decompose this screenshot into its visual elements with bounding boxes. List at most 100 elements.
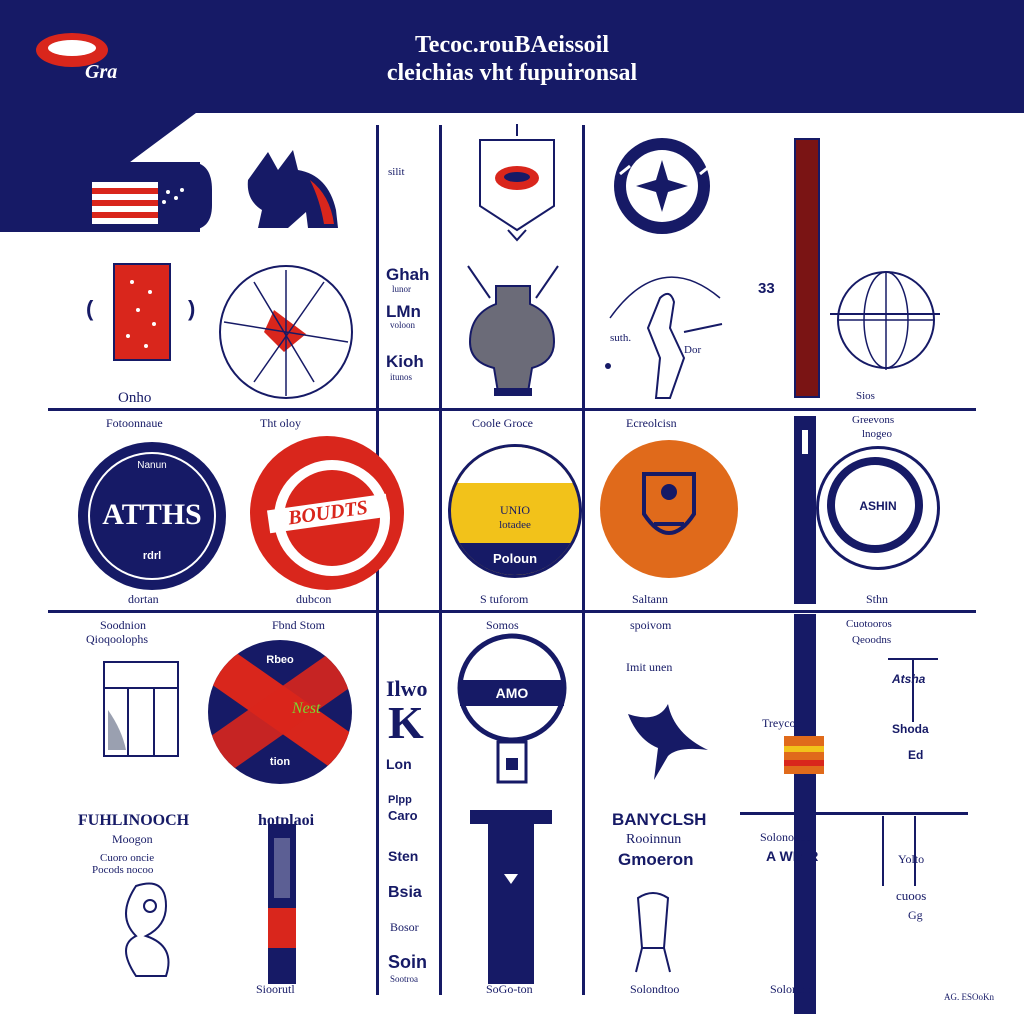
logo-text: Gra [85,61,117,83]
badge-boudts: BOUDTS [250,436,404,590]
badge6-main: Nest [292,700,321,717]
row3-caption-1: dortan [128,592,159,606]
c3-small-1: Lon [386,756,412,772]
row5-c3e: Bosor [390,920,419,934]
bracket-left: ( [86,296,94,321]
tall-banner-icon [268,824,296,984]
row3-caption-3: S tuforom [480,592,529,606]
shield-banner-icon [479,124,555,242]
urn-icon [467,265,559,396]
star-emblem-icon [614,138,711,234]
r5-c7-stem1 [882,816,884,886]
row5-title-5a: BANYCLSH [612,810,707,829]
badge6-top: Rbeo [266,654,294,666]
row3-caption-5: Sthn [866,592,889,606]
r2-c3b: LMn [386,302,421,321]
r2-c3a-sub: lunor [392,284,411,294]
row4-label-3: Somos [486,618,519,632]
r2-c1-label: Onho [118,390,152,406]
compass-burst-icon [219,265,353,399]
column-pedestal-icon [470,810,552,984]
r2-c5-b: Dor [684,344,702,356]
pillar-mark [802,430,808,454]
navy-pillar [794,416,816,604]
navy-pillar-2 [794,614,816,1014]
row5-title-5c: Gmoeron [618,850,694,869]
badge-nest: Rbeo Nest tion [208,640,352,784]
r4-c7a: Atsha [892,672,926,686]
header-title-line1: Tecoc.rouBAeissoil [414,32,609,58]
row5-c3c: Sten [388,848,419,864]
row5-c3g: Sootroa [390,974,418,984]
row5-title-7b: cuoos [896,888,927,903]
row3-caption-4: Saltann [632,592,668,606]
row3-label-1: Fotoonnaue [106,416,163,430]
c3-big-2: K [388,697,424,748]
lantern-icon [784,736,824,774]
header-title-line2: cleichias vht fupuironsal [386,60,638,86]
row5-title-7a: Yolto [898,852,925,866]
seahorse-sketch-icon [125,882,170,977]
grid-line-v2 [439,125,442,995]
r4-c7c: Ed [908,748,924,762]
caption-bottom-1: Sioorutl [256,982,295,996]
bell-figure-icon [635,892,671,973]
r5-c7-stem2 [914,816,916,886]
badge3-mid: lotadee [499,519,531,531]
row4-label-2: Fbnd Stom [272,618,326,632]
row3-caption-2: dubcon [296,592,332,606]
row4-label-1b: Qioqoolophs [86,632,149,646]
row5-title-5b: Rooinnun [626,832,682,847]
figure-sketch-icon [605,276,723,399]
r4-c7-stem [912,658,914,722]
flag-icon [92,182,184,224]
row3-label-4: Ecreolcisn [626,416,677,430]
badge3-bot: Poloun [492,551,538,566]
grid-line-h1 [48,408,976,411]
globe-wireframe-icon [830,271,940,370]
r2-c3b-sub: voloon [390,320,416,330]
row5-title-6: Solonouool [760,830,816,844]
row3-label-2: Tht oloy [260,416,301,430]
badge3-top: UNIO [500,503,530,517]
r4-c5-text: Imit unen [626,660,673,674]
header-band: Tecoc.rouBAeissoil cleichias vht fupuiro… [0,0,1024,113]
c3-big-1: Ilwo [386,676,428,701]
badge1-main: ATTHS [102,498,202,531]
row5-title-1d: Pocods nocoo [92,864,154,876]
logo-icon: Gra [36,33,117,83]
badge-union: UNIO lotadee Poloun [448,444,582,578]
row5-c3f: Soin [388,952,427,972]
row5-title-1: FUHLINOOCH [78,812,190,829]
row4-label-5a: Cuotooros [846,618,892,630]
caption-bottom-2: SoGo-ton [486,982,533,996]
row3-label-5a: Greevons [852,414,895,426]
row4-label-5b: Qeoodns [852,634,892,646]
red-card-icon [113,263,171,361]
grid-line-h3 [740,812,968,815]
row5-title-6b: A WM R [766,848,819,864]
r4-c7b: Shoda [892,722,929,736]
badge-athletics: Nanun ATTHS rdrl [78,442,226,590]
wolf-icon [247,150,338,228]
footer-credit: AG. ESOoKn [944,992,995,1002]
badge-ring: ASHIN [816,446,940,570]
r2-c3c: Kioh [386,352,424,371]
r1-c3-label: silit [388,166,405,178]
badge5-main: ASHIN [859,499,897,513]
row3-label-3: Coole Groce [472,416,533,430]
r4-c6-text: Treycon [762,716,802,730]
badge1-top: Nanun [137,460,167,471]
badge6-bot: tion [269,756,291,768]
badge-orange-crest [600,440,738,578]
dancer-icon [628,704,708,780]
r2-c5-a: suth. [610,332,632,344]
maroon-pillar [794,138,820,398]
badge1-sub: rdrl [142,550,162,562]
r2-c7-label: Sios [856,390,875,402]
r2-c3a: Ghah [386,265,430,284]
row3-label-5b: lnogeo [862,428,892,440]
badge7-mid: AMO [496,685,529,701]
row5-title-1b: Moogon [112,832,153,846]
caption-bottom-3: Solondtoo [630,982,680,996]
